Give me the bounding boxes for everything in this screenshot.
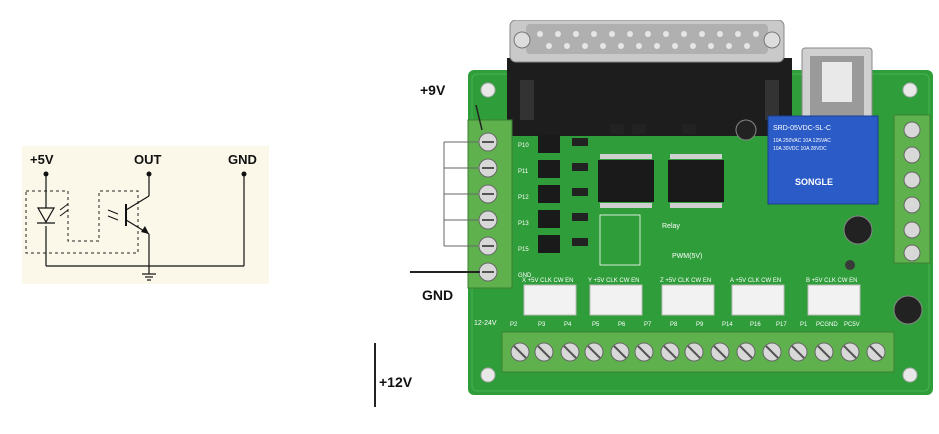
left-pin-label: P12	[518, 195, 529, 201]
connector-header: Z +5V CLK CW EN	[660, 278, 711, 284]
output-label: OUT	[134, 152, 162, 167]
bottom-pin-label: PC5V	[844, 322, 860, 328]
relay-rating: 10A 250VAC 10A 125VAC	[773, 138, 831, 144]
mounting-hole	[480, 367, 496, 383]
left-pin-label: GND	[518, 273, 532, 279]
db25-parallel-connector	[507, 19, 792, 136]
bottom-pin-label: P6	[618, 322, 626, 328]
connector-header: A +5V CLK CW EN	[730, 278, 781, 284]
mounting-hole	[902, 367, 918, 383]
relay-rating: 10A 30VDC 10A 28VDC	[773, 146, 827, 152]
input-voltage-label: +9V	[420, 82, 446, 98]
bottom-pin-label: P5	[592, 322, 600, 328]
breakout-board-photo: P10 P11 P12 P13 P15 GND +9V GND	[410, 19, 939, 420]
relay-silk: Relay	[662, 223, 680, 230]
relay-brand: SONGLE	[795, 177, 833, 187]
bottom-pin-label: P7	[644, 322, 652, 328]
relay-model: SRD-05VDC-SL-C	[773, 125, 831, 132]
bottom-pin-label: P1	[800, 322, 808, 328]
ground-symbol	[142, 273, 156, 281]
relay: SRD-05VDC-SL-C 10A 250VAC 10A 125VAC 10A…	[767, 115, 879, 205]
board-ground-label: GND	[422, 287, 453, 303]
led-symbol	[36, 203, 69, 224]
left-pin-label: P13	[518, 221, 529, 227]
power-silk: 12-24V	[474, 320, 497, 327]
optocoupler-chips	[538, 135, 560, 253]
bottom-pin-label: P4	[564, 322, 572, 328]
bottom-pin-label: P2	[510, 322, 518, 328]
mounting-hole	[902, 82, 918, 98]
board-drawing: P10 P11 P12 P13 P15 GND +9V GND	[410, 19, 933, 395]
bottom-pin-label: PCGND	[816, 322, 838, 328]
connector-header: Y +5V CLK CW EN	[588, 278, 639, 284]
bottom-pin-label: P16	[750, 322, 761, 328]
usb-port	[801, 47, 873, 127]
capacitors	[735, 119, 923, 325]
schematic-drawing: +5V OUT GND	[25, 152, 257, 281]
optocoupler-outline	[25, 190, 139, 254]
left-pin-label: P11	[518, 169, 529, 175]
bottom-pin-label: P17	[776, 322, 787, 328]
left-pin-label: P15	[518, 247, 529, 253]
supply-12v-label: +12V	[379, 374, 413, 390]
pwm-silk: PWM(5V)	[672, 253, 702, 260]
connector-header: X +5V CLK CW EN	[522, 278, 574, 284]
motor-connectors	[523, 284, 861, 316]
left-pin-label: P10	[518, 143, 529, 149]
bottom-terminal-block	[501, 331, 895, 373]
silk-table	[599, 214, 641, 266]
supply-12v-line	[374, 343, 376, 407]
resistor-networks	[610, 124, 696, 134]
bottom-pin-label: P9	[696, 322, 704, 328]
left-terminal-block	[467, 119, 513, 289]
bottom-pin-label: P8	[670, 322, 678, 328]
bottom-pin-label: P14	[722, 322, 733, 328]
optocoupler-schematic: +5V OUT GND	[22, 146, 269, 284]
buffer-ic-chips	[598, 154, 724, 208]
right-terminal-block	[893, 114, 931, 264]
ground-label: GND	[228, 152, 257, 167]
phototransistor-symbol	[107, 195, 150, 235]
bottom-pin-label: P3	[538, 322, 546, 328]
input-wires	[443, 104, 483, 247]
supply-label: +5V	[30, 152, 54, 167]
resistors	[572, 138, 588, 246]
connector-header: B +5V CLK CW EN	[806, 278, 858, 284]
mounting-hole	[480, 82, 496, 98]
